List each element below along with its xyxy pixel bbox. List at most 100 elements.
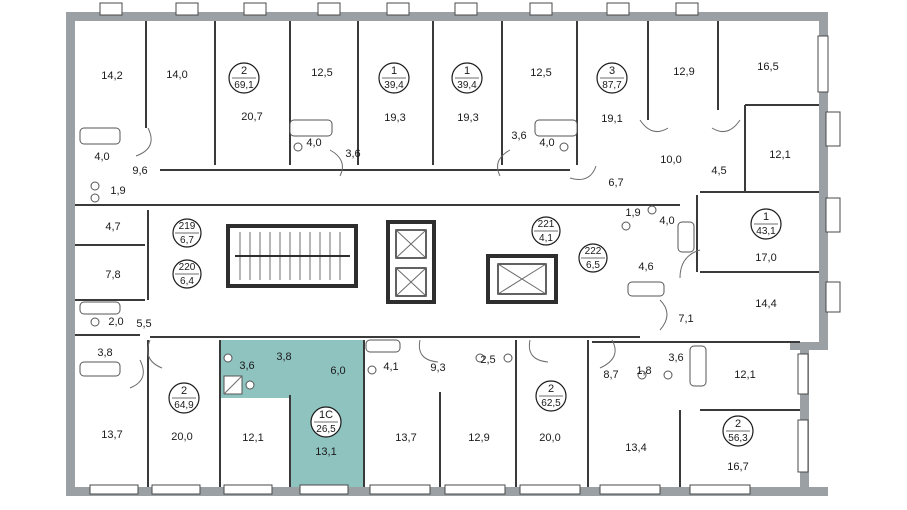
room-area: 2,0 (108, 316, 123, 328)
room-area: 1,8 (636, 365, 651, 377)
room-area: 4,6 (638, 261, 653, 273)
room-area: 19,3 (457, 112, 478, 124)
room-area: 4,5 (711, 165, 726, 177)
highlighted-apartment-1c[interactable] (220, 340, 364, 487)
top-windows (99, 2, 699, 16)
room-area: 3,6 (668, 352, 683, 364)
apartment-rooms: 1С (319, 409, 333, 421)
apartment-marker[interactable]: 3 87,7 (596, 62, 628, 94)
interior-walls (75, 21, 819, 487)
room-area: 16,7 (727, 461, 748, 473)
apartment-area: 56,3 (728, 433, 748, 444)
bottom-windows (89, 484, 751, 495)
apartment-area: 64,9 (174, 400, 194, 411)
room-area: 6,0 (330, 365, 345, 377)
room-area: 10,0 (660, 154, 681, 166)
apartment-rooms: 1 (391, 65, 397, 77)
room-area: 6,7 (608, 177, 623, 189)
room-area: 3,6 (345, 148, 360, 160)
room-area: 4,7 (105, 221, 120, 233)
room-area: 1,9 (110, 185, 125, 197)
apartment-rooms: 2 (548, 383, 554, 395)
apartment-marker[interactable]: 2 69,1 (228, 62, 260, 94)
room-area: 12,9 (468, 432, 489, 444)
apartment-marker[interactable]: 1 39,4 (378, 62, 410, 94)
room-area: 4,1 (383, 361, 398, 373)
room-area: 12,9 (673, 66, 694, 78)
room-area: 12,5 (530, 67, 551, 79)
storage-number: 222 (585, 246, 602, 257)
room-area: 4,0 (539, 137, 554, 149)
apartment-rooms: 1 (464, 65, 470, 77)
room-area: 13,4 (625, 442, 646, 454)
right-windows (797, 35, 841, 473)
apartment-area: 62,5 (541, 398, 561, 409)
door-swings (129, 119, 741, 389)
room-area: 12,5 (311, 67, 332, 79)
room-area: 8,7 (603, 369, 618, 381)
room-area: 2,5 (480, 354, 495, 366)
apartment-marker[interactable]: 2 64,9 (168, 382, 200, 414)
storage-area: 6,7 (180, 235, 194, 246)
apartment-area: 43,1 (756, 226, 776, 237)
room-area: 17,0 (755, 252, 776, 264)
room-area: 14,2 (101, 70, 122, 82)
apartment-marker[interactable]: 1 43,1 (750, 208, 782, 240)
room-area: 12,1 (734, 369, 755, 381)
room-area: 20,0 (171, 431, 192, 443)
storage-marker[interactable]: 221 4,1 (531, 216, 561, 246)
storage-number: 219 (179, 221, 196, 232)
storage-area: 6,5 (586, 260, 600, 271)
room-area: 14,0 (166, 69, 187, 81)
room-area: 4,0 (94, 151, 109, 163)
apartment-marker[interactable]: 1С 26,5 (310, 406, 342, 438)
storage-number: 221 (538, 219, 555, 230)
room-labels: 14,2 14,0 20,7 12,5 19,3 4,0 3,6 19,3 12… (94, 61, 790, 473)
room-area: 12,1 (769, 149, 790, 161)
apartment-rooms: 1 (763, 211, 769, 223)
stair-core (226, 224, 358, 288)
apartment-area: 39,4 (457, 80, 477, 91)
room-area: 9,6 (132, 165, 147, 177)
storage-marker[interactable]: 219 6,7 (172, 218, 202, 248)
room-area: 16,5 (757, 61, 778, 73)
room-area: 4,0 (659, 215, 674, 227)
apartment-rooms: 2 (181, 385, 187, 397)
room-area: 19,1 (601, 113, 622, 125)
room-area: 1,9 (625, 207, 640, 219)
apartment-marker[interactable]: 1 39,4 (451, 62, 483, 94)
room-area: 3,8 (276, 351, 291, 363)
room-area: 19,3 (384, 112, 405, 124)
room-area: 20,7 (241, 111, 262, 123)
apartment-rooms: 2 (241, 65, 247, 77)
bathroom-fixtures (79, 119, 707, 395)
room-area: 7,1 (678, 313, 693, 325)
room-area: 13,1 (315, 446, 336, 458)
apartment-rooms: 3 (609, 65, 615, 77)
apartment-area: 26,5 (316, 424, 336, 435)
room-area: 7,8 (105, 269, 120, 281)
apartment-area: 69,1 (234, 80, 254, 91)
room-area: 9,3 (430, 362, 445, 374)
apartment-marker[interactable]: 2 56,3 (722, 415, 754, 447)
apartment-area: 87,7 (602, 80, 622, 91)
storage-area: 4,1 (539, 233, 553, 244)
apartment-area: 39,4 (384, 80, 404, 91)
room-area: 3,6 (511, 130, 526, 142)
room-area: 5,5 (136, 318, 151, 330)
storage-marker[interactable]: 222 6,5 (578, 243, 608, 273)
apartment-marker[interactable]: 2 62,5 (535, 380, 567, 412)
apartment-markers: 2 69,1 1 39,4 1 39,4 3 87,7 1 43,1 (168, 62, 782, 447)
room-area: 12,1 (242, 432, 263, 444)
room-area: 14,4 (755, 298, 776, 310)
apartment-rooms: 2 (735, 418, 741, 430)
room-area: 4,0 (306, 137, 321, 149)
elevators (386, 220, 558, 304)
room-area: 13,7 (101, 429, 122, 441)
room-area: 3,6 (239, 360, 254, 372)
room-area: 3,8 (97, 347, 112, 359)
storage-marker[interactable]: 220 6,4 (172, 259, 202, 289)
outer-walls (66, 12, 828, 496)
room-area: 13,7 (395, 432, 416, 444)
